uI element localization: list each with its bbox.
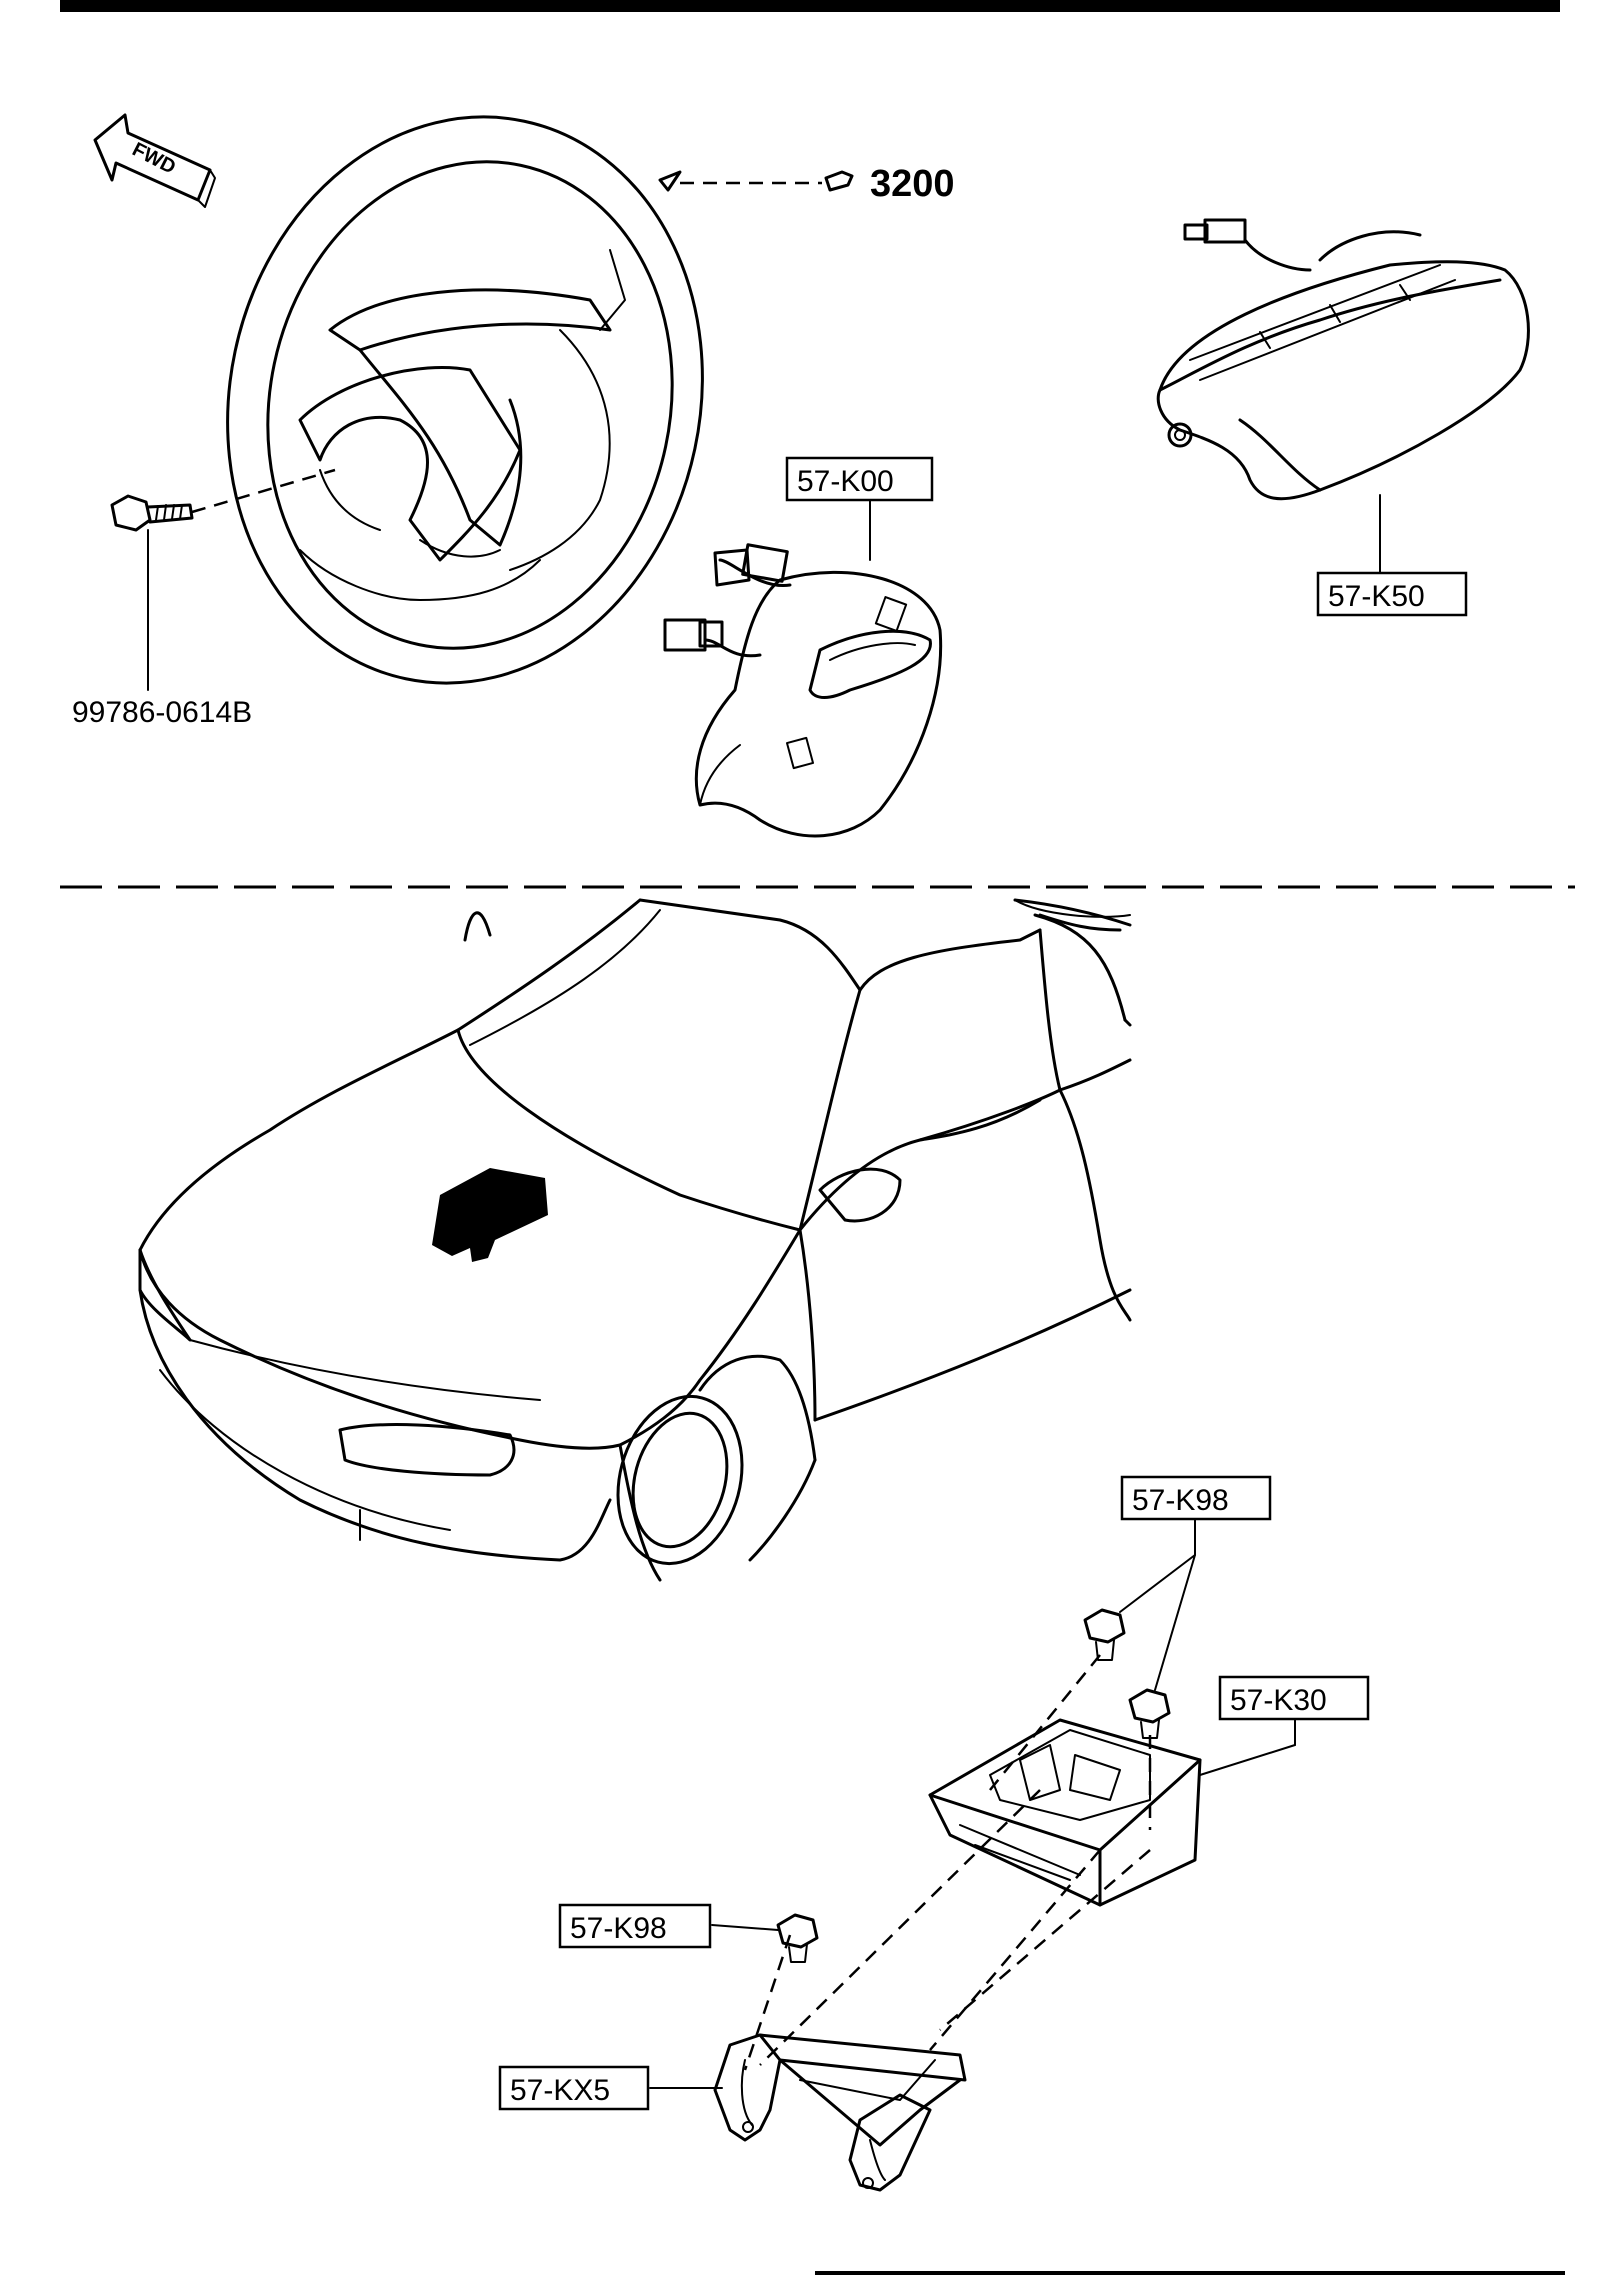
passenger-airbag-module: 57-K50 (1156, 218, 1530, 617)
upper-nut-label-box (1120, 1475, 1272, 1521)
bolt: 99786-0614B (72, 468, 336, 729)
upper-nut-part-number: 57-K98 (1132, 1484, 1229, 1517)
driver-airbag-module: 57-K00 (663, 456, 943, 838)
steering-wheel (226, 115, 704, 685)
bracket-part-number: 57-KX5 (510, 2074, 610, 2107)
driver-airbag-part-number: 57-K00 (797, 465, 894, 498)
bolt-part-number: 99786-0614B (72, 696, 252, 729)
steering-wheel-reference: 3200 (658, 163, 955, 205)
assembly-guide-lines (743, 1654, 1152, 2071)
vehicle-outline (138, 898, 1132, 1582)
driver-airbag-label-box (785, 456, 934, 502)
upper-nuts: 57-K98 (1083, 1475, 1272, 1739)
lower-nut-label-box (558, 1903, 712, 1949)
top-border (60, 0, 1560, 12)
bracket-label-box (498, 2065, 650, 2111)
control-module-part-number: 57-K30 (1230, 1684, 1327, 1717)
steering-wheel-ref-number: 3200 (870, 163, 955, 205)
passenger-airbag-part-number: 57-K50 (1328, 580, 1425, 613)
module-location-highlight (432, 1168, 548, 1262)
fwd-direction-arrow: FWD (93, 113, 216, 208)
passenger-airbag-label-box (1316, 571, 1468, 617)
lower-nut-part-number: 57-K98 (570, 1912, 667, 1945)
mounting-bracket: 57-KX5 (498, 2033, 967, 2192)
lower-nut: 57-K98 (558, 1903, 819, 1963)
control-module-label-box (1218, 1675, 1370, 1721)
